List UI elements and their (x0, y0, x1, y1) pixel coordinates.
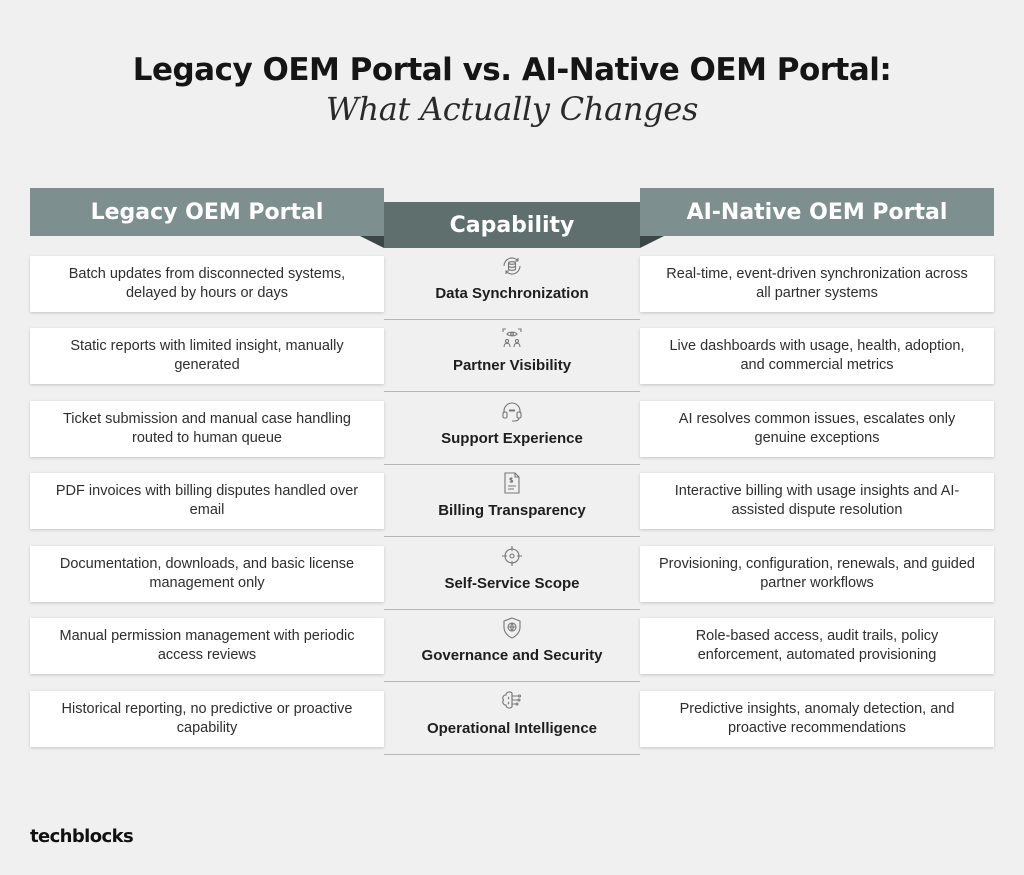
capability-governance: Governance and Security (384, 610, 640, 682)
page-subtitle: What Actually Changes (325, 90, 699, 128)
legacy-card-self-service: Documentation, downloads, and basic lice… (30, 546, 384, 602)
headset-icon (502, 402, 522, 422)
legacy-card-support: Ticket submission and manual case handli… (30, 401, 384, 457)
capability-billing: Billing Transparency (384, 465, 640, 537)
capability-header: Capability (384, 202, 640, 248)
ai-card-partner-visibility: Live dashboards with usage, health, adop… (640, 328, 994, 384)
capability-label: Billing Transparency (438, 502, 586, 519)
capability-data-sync: Data Synchronization (384, 248, 640, 320)
capability-self-service: Self-Service Scope (384, 538, 640, 610)
capability-partner-visibility: Partner Visibility (384, 320, 640, 392)
capability-label: Partner Visibility (452, 357, 572, 374)
sync-database-icon (503, 257, 521, 275)
header-fold-right (640, 236, 664, 248)
capability-support: Support Experience (384, 393, 640, 465)
invoice-icon (504, 472, 520, 494)
techblocks-logo: techblocks (30, 826, 134, 847)
legacy-card-partner-visibility: Static reports with limited insight, man… (30, 328, 384, 384)
ai-card-operational: Predictive insights, anomaly detection, … (640, 691, 994, 747)
ai-card-billing: Interactive billing with usage insights … (640, 473, 994, 529)
ai-card-governance: Role-based access, audit trails, policy … (640, 618, 994, 674)
legacy-header: Legacy OEM Portal (30, 188, 384, 236)
header-fold-left (360, 236, 384, 248)
legacy-card-data-sync: Batch updates from disconnected systems,… (30, 256, 384, 312)
capability-operational: Operational Intelligence (384, 683, 640, 755)
legacy-card-operational: Historical reporting, no predictive or p… (30, 691, 384, 747)
ai-brain-icon (502, 691, 522, 709)
ai-card-support: AI resolves common issues, escalates onl… (640, 401, 994, 457)
ai-card-self-service: Provisioning, configuration, renewals, a… (640, 546, 994, 602)
target-icon (502, 546, 522, 566)
partners-eye-icon (502, 328, 522, 348)
capability-label: Data Synchronization (435, 285, 589, 302)
ai-card-data-sync: Real-time, event-driven synchronization … (640, 256, 994, 312)
capability-label: Self-Service Scope (444, 575, 580, 592)
capability-label: Support Experience (441, 430, 583, 447)
shield-globe-icon (503, 617, 521, 639)
ai-native-header: AI-Native OEM Portal (640, 188, 994, 236)
legacy-card-billing: PDF invoices with billing disputes handl… (30, 473, 384, 529)
legacy-card-governance: Manual permission management with period… (30, 618, 384, 674)
page-title: Legacy OEM Portal vs. AI-Native OEM Port… (132, 52, 892, 88)
capability-label: Operational Intelligence (426, 720, 598, 737)
capability-label: Governance and Security (421, 647, 603, 664)
